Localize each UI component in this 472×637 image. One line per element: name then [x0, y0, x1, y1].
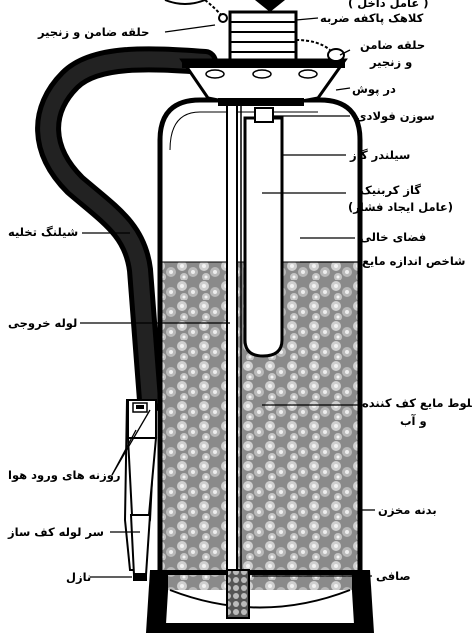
label-filter: صافی: [376, 569, 411, 583]
label-air-inlet-holes: روزنه های ورود هوا: [8, 468, 120, 482]
label-co2-gas-1: گاز کربنیک: [360, 183, 421, 197]
label-foam-nozzle-head: سر لوله کف ساز: [8, 525, 104, 539]
nozzle-tip: [131, 515, 150, 575]
label-gas-cylinder: سیلندر گاز: [350, 148, 410, 162]
label-steel-needle: سوزن فولادی: [356, 109, 435, 123]
safety-chain: [296, 40, 330, 50]
label-outlet-pipe: لوله خروجی: [8, 316, 77, 330]
label-percussion-cap: کلاهک پاکفه ضربه: [320, 11, 423, 25]
label-discharge-hose: شیلنگ تخلیه: [8, 225, 78, 239]
outlet-pipe: [227, 98, 237, 573]
label-tank-body: بدنه مخزن: [378, 503, 437, 517]
label-co2-gas-2: (عامل ایجاد فشار): [348, 200, 453, 214]
label-lid: در پوش: [352, 82, 396, 96]
top-arrow: [255, 0, 285, 12]
label-safety-ring-chain-right-2: و زنجیر: [370, 55, 412, 69]
label-liquid-level-indicator: شاخص اندازه مایع: [362, 254, 465, 268]
label-empty-space: فضای خالی: [360, 230, 426, 244]
label-foam-mixture-2: و آب: [400, 414, 427, 428]
label-nozzle: نازل: [66, 570, 91, 584]
gas-cylinder: [245, 118, 282, 356]
filter: [227, 570, 249, 618]
label-safety-ring-chain-left: حلقه ضامن و زنجیر: [38, 25, 149, 39]
label-foam-mixture-1: مخلوط مایع کف کننده: [362, 396, 472, 410]
label-top-partial: ( عامل داخل ): [348, 0, 428, 10]
label-safety-ring-chain-right-1: حلقه ضامن: [360, 38, 425, 52]
